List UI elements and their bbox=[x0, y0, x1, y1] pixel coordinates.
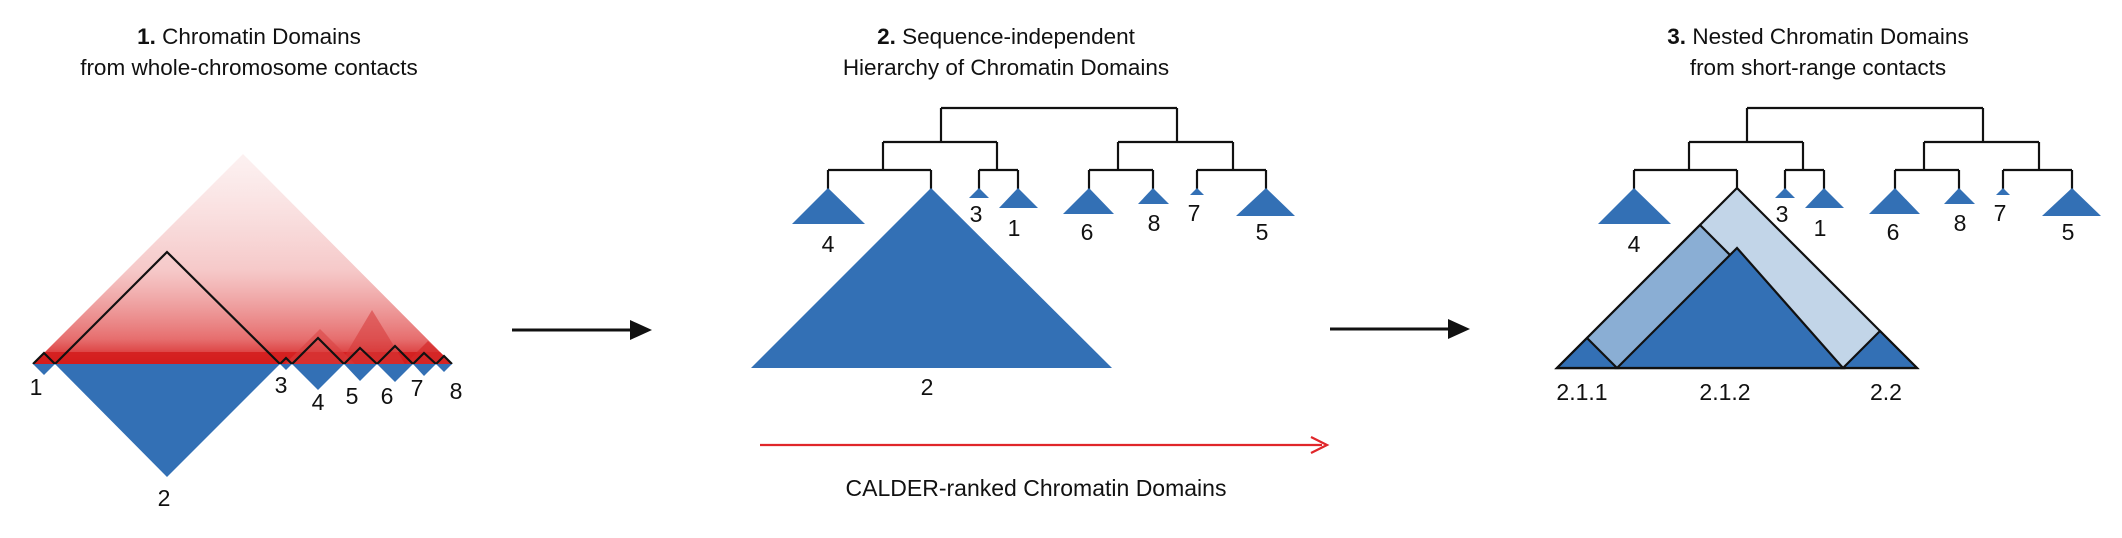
domain-fill-7 bbox=[413, 364, 436, 376]
leaf-domain-8 bbox=[1138, 188, 1169, 204]
domain-outline-7 bbox=[412, 351, 437, 365]
leaf-domain-7 bbox=[1996, 188, 2010, 195]
domain-label: 5 bbox=[346, 383, 359, 409]
leaf-label: 1 bbox=[1814, 215, 1827, 241]
nested-domain-2-1-2 bbox=[1614, 246, 1846, 370]
domain-fill-2 bbox=[55, 364, 280, 477]
leaf-label: 5 bbox=[1256, 219, 1269, 245]
domain-fill-5 bbox=[344, 364, 377, 381]
leaf-label: 6 bbox=[1887, 219, 1900, 245]
domain-outline-6 bbox=[376, 344, 414, 365]
leaf-domain-6 bbox=[1063, 188, 1114, 214]
domain-fill-3 bbox=[280, 364, 292, 370]
panel-2: 2. Sequence-independent Hierarchy of Chr… bbox=[751, 24, 1330, 501]
leaf-label: 3 bbox=[1776, 201, 1789, 227]
leaf-label: 8 bbox=[1148, 210, 1161, 236]
domain-outline-2 bbox=[54, 250, 281, 365]
panel-3: 3. Nested Chromatin Domains from short-r… bbox=[1554, 24, 2101, 405]
domain-label: 6 bbox=[381, 383, 394, 409]
contact-map-triangle bbox=[33, 154, 452, 364]
leaf-domain-1 bbox=[999, 188, 1038, 208]
domain-outline-8 bbox=[435, 354, 453, 365]
domain-fill-4 bbox=[292, 364, 344, 390]
nested-dendrogram bbox=[1632, 106, 2074, 191]
nested-domain-2-2 bbox=[1840, 329, 1920, 370]
leaf-domain-6 bbox=[1869, 188, 1920, 214]
leaf-label: 7 bbox=[1994, 200, 2007, 226]
calder-label: CALDER-ranked Chromatin Domains bbox=[846, 475, 1227, 501]
domain-label: 3 bbox=[275, 372, 288, 398]
leaf-domain-4 bbox=[1598, 188, 1671, 224]
panel-1-title-line1: 1. Chromatin Domains bbox=[137, 24, 361, 49]
nested-leaves bbox=[1598, 188, 2101, 224]
hierarchy-dendrogram bbox=[826, 106, 1268, 191]
leaf-domain-5 bbox=[2042, 188, 2101, 216]
leaf-domain-3 bbox=[969, 188, 989, 198]
domain-fill-8 bbox=[436, 364, 452, 372]
leaf-label: 4 bbox=[822, 231, 835, 257]
leaf-label: 6 bbox=[1081, 219, 1094, 245]
domain-outline-4 bbox=[291, 336, 345, 365]
big-domain-2 bbox=[751, 188, 1112, 368]
domain-outlines bbox=[32, 250, 453, 365]
panel-2-title-line2: Hierarchy of Chromatin Domains bbox=[843, 55, 1169, 80]
panel-1: 1. Chromatin Domains from whole-chromoso… bbox=[30, 24, 463, 511]
panel-2-title-line1: 2. Sequence-independent bbox=[877, 24, 1135, 49]
domain-outline-5 bbox=[343, 346, 378, 365]
calder-arrow bbox=[760, 436, 1330, 454]
big-domain-label: 2 bbox=[921, 374, 934, 400]
domain-label: 8 bbox=[450, 378, 463, 404]
leaf-domain-7 bbox=[1190, 188, 1204, 195]
domain-label: 4 bbox=[312, 389, 325, 415]
leaf-label: 1 bbox=[1008, 215, 1021, 241]
arrow-1 bbox=[512, 320, 652, 340]
leaf-label: 5 bbox=[2062, 219, 2075, 245]
panel-3-title-line2: from short-range contacts bbox=[1690, 55, 1946, 80]
sub-domain-label: 2.1.1 bbox=[1556, 379, 1607, 405]
sub-domain-label: 2.2 bbox=[1870, 379, 1902, 405]
domain-outline-3 bbox=[279, 356, 293, 365]
domain-fills bbox=[33, 364, 452, 477]
hierarchy-leaves bbox=[751, 188, 1295, 368]
domain-fill-6 bbox=[377, 364, 413, 382]
domain-outline-1 bbox=[32, 351, 56, 365]
domain-fill-1 bbox=[33, 364, 55, 375]
leaf-domain-3 bbox=[1775, 188, 1795, 198]
leaf-domain-1 bbox=[1805, 188, 1844, 208]
leaf-label: 4 bbox=[1628, 231, 1641, 257]
nested-domain-2-1-1 bbox=[1554, 336, 1620, 370]
domain-label: 2 bbox=[158, 485, 171, 511]
leaf-domain-8 bbox=[1944, 188, 1975, 204]
contact-patch-4 bbox=[285, 329, 355, 364]
sub-domain-label: 2.1.2 bbox=[1699, 379, 1750, 405]
nested-domain-2 bbox=[1554, 186, 1920, 370]
domain-label: 7 bbox=[411, 375, 424, 401]
domain-label: 1 bbox=[30, 374, 43, 400]
panel-1-title-line2: from whole-chromosome contacts bbox=[80, 55, 418, 80]
panel-3-title-line1: 3. Nested Chromatin Domains bbox=[1667, 24, 1968, 49]
leaf-label: 8 bbox=[1954, 210, 1967, 236]
leaf-domain-4 bbox=[792, 188, 865, 224]
leaf-label: 3 bbox=[970, 201, 983, 227]
leaf-domain-5 bbox=[1236, 188, 1295, 216]
arrow-2 bbox=[1330, 319, 1470, 339]
leaf-label: 7 bbox=[1188, 200, 1201, 226]
